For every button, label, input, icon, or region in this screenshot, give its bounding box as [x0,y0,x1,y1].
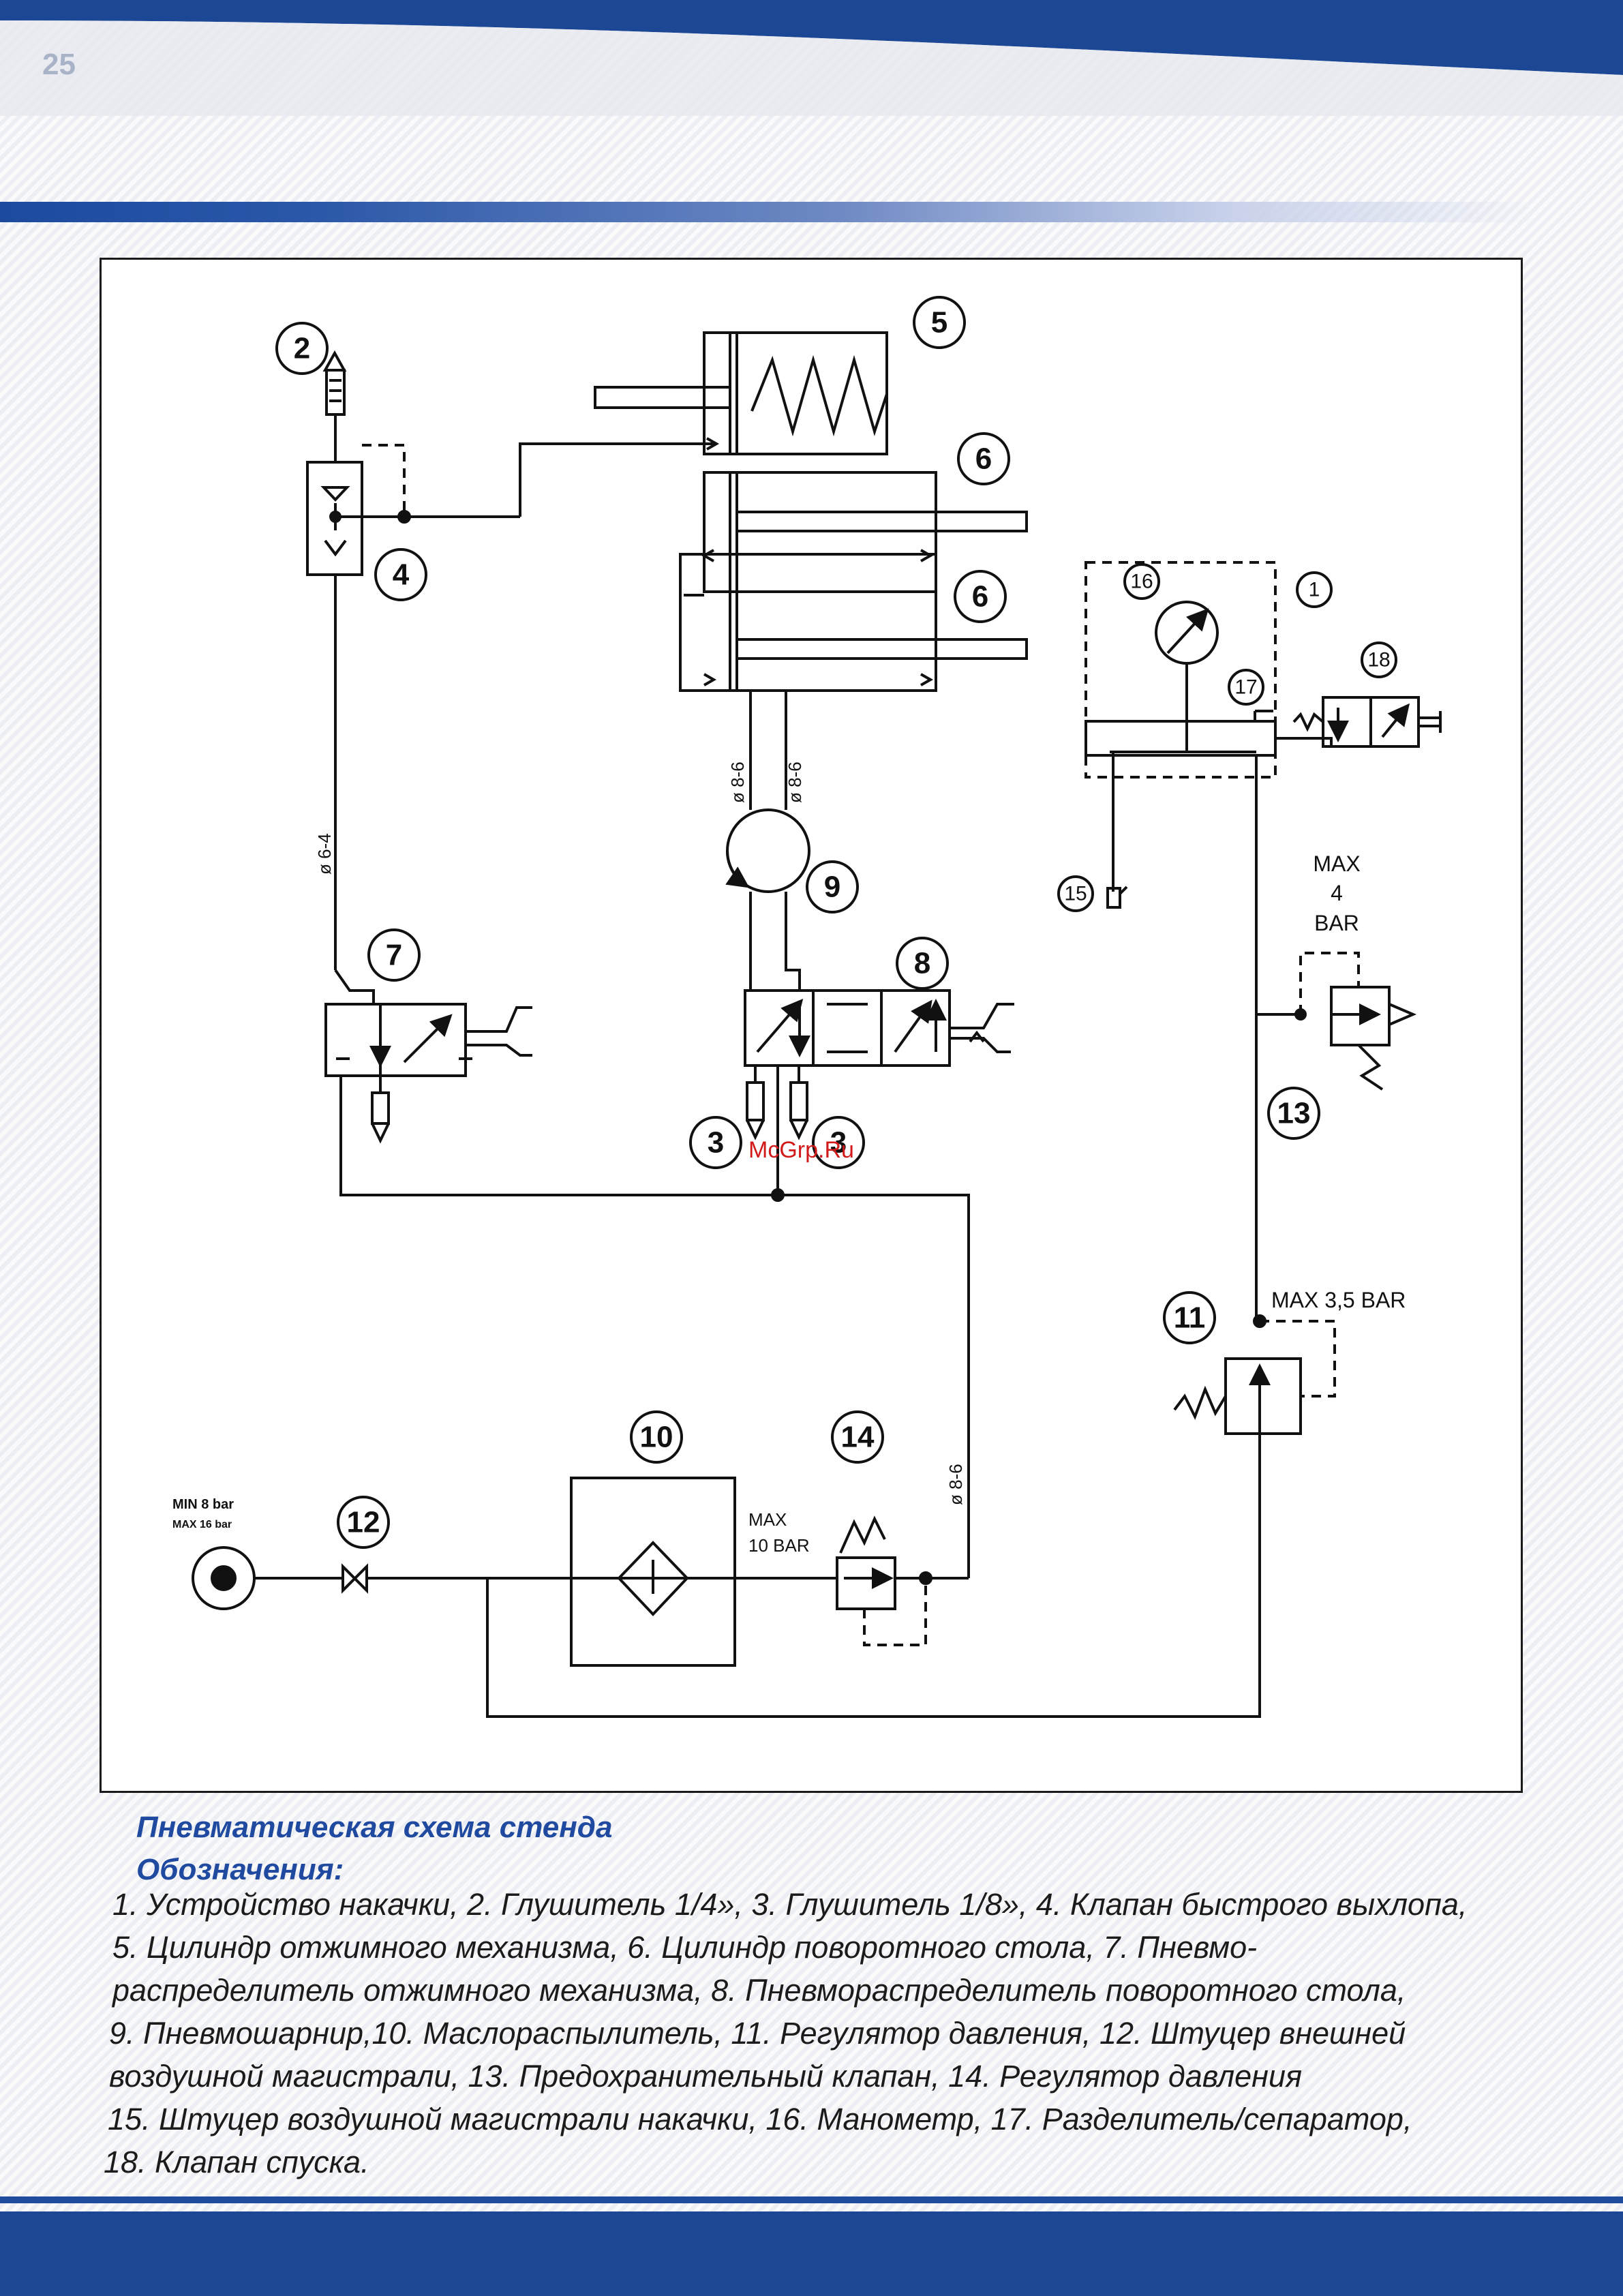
label-14: 14 [841,1421,875,1454]
legend-line: 15. Штуцер воздушной магистрали накачки,… [108,2102,1412,2136]
pipe-label-8-6-c: ø 8-6 [945,1464,966,1505]
label-4: 4 [393,558,410,592]
label-6b: 6 [972,580,988,614]
top-header-band [0,0,1623,116]
label-16: 16 [1130,571,1153,593]
cylinder-6-top [684,471,1028,593]
max4-line3: BAR [1314,911,1359,935]
label-6a: 6 [975,442,992,476]
label-3a: 3 [708,1126,724,1160]
label-3b: 3 [830,1126,847,1160]
pipe-label-6-4: ø 6-4 [314,833,335,875]
label-11: 11 [1174,1301,1206,1335]
footer-band [0,2211,1623,2296]
pipe-label-8-6-b: ø 8-6 [785,761,805,803]
safety-valve-13 [1299,952,1417,1091]
supply-fitting [192,1546,256,1610]
footer-rule [0,2196,1623,2203]
silencer-3-left [746,1066,765,1141]
label-18: 18 [1367,649,1390,671]
watermark: McGrp.Ru [748,1137,854,1163]
supply-min-label: MIN 8 bar [172,1497,234,1512]
max4-line2: 4 [1331,881,1343,905]
silencer-2 [322,350,347,416]
max35-label: MAX 3,5 BAR [1271,1288,1406,1312]
lubricator-10 [570,1477,736,1667]
label-2: 2 [294,332,310,365]
fitting-15 [1106,886,1128,909]
silencer-7 [371,1076,390,1144]
pneumatic-diagram-frame: 2 5 6 4 6 16 1 17 18 15 9 7 8 3 3 13 11 … [100,258,1523,1793]
label-13: 13 [1277,1097,1311,1130]
label-7: 7 [386,939,402,972]
cylinder-5 [594,331,888,455]
caption-title: Пневматическая схема стенда Обозначения: [136,1807,612,1891]
label-5: 5 [931,306,947,339]
header-stripe [0,202,1534,222]
rotary-joint-9 [725,809,810,893]
pneumatic-diagram: 2 5 6 4 6 16 1 17 18 15 9 7 8 3 3 13 11 … [172,296,1442,1718]
directional-valve-7 [324,1003,532,1077]
page-number: 25 [42,48,76,81]
supply-max-label: MAX 16 bar [172,1519,232,1530]
label-8: 8 [914,947,930,980]
pressure-regulator-14 [836,1515,927,1646]
quick-exhaust-valve-4 [306,444,406,576]
caption-title-line1: Пневматическая схема стенда [136,1811,613,1844]
legend-line: распределитель отжимного механизма, 8. П… [112,1973,1406,2008]
max10-line2: 10 BAR [748,1535,810,1556]
legend-line: воздушной магистрали, 13. Предохранитель… [109,2059,1303,2094]
release-valve-18 [1292,696,1442,748]
pressure-regulator-11 [1173,1320,1336,1435]
pipe-label-8-6-a: ø 8-6 [727,761,748,803]
shutoff-valve-12 [342,1563,368,1594]
label-1: 1 [1309,579,1320,601]
label-12: 12 [347,1506,380,1539]
label-9: 9 [824,871,840,904]
legend: 1. Устройство накачки, 2. Глушитель 1/4»… [102,1883,1547,2184]
cylinder-6-bottom [679,553,1028,692]
legend-line: 5. Цилиндр отжимного механизма, 6. Цилин… [112,1930,1258,1965]
caption-title-line2: Обозначения: [136,1853,344,1886]
label-15: 15 [1064,883,1087,905]
silencer-3-right [789,1066,808,1141]
legend-line: 9. Пневмошарнир,10. Маслораспылитель, 11… [109,2016,1406,2051]
max10-line1: MAX [748,1509,787,1530]
label-10: 10 [640,1421,673,1454]
max4-line1: MAX [1313,851,1360,876]
label-17: 17 [1234,676,1257,699]
legend-line: 18. Клапан спуска. [104,2145,369,2179]
legend-line: 1. Устройство накачки, 2. Глушитель 1/4»… [112,1887,1468,1922]
directional-valve-8 [744,989,1014,1067]
